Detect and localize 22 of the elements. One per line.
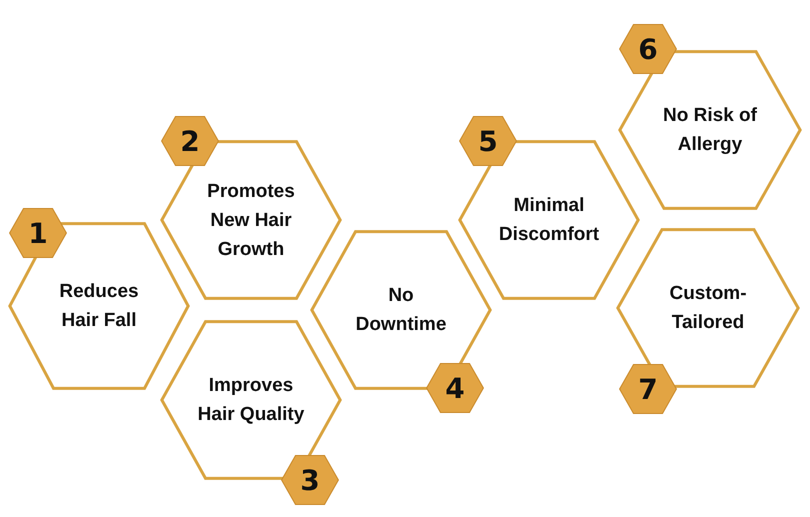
badge-number: 3 [300, 464, 320, 496]
number-badge [459, 116, 517, 166]
number-badge [619, 364, 677, 414]
number-badge [619, 24, 677, 74]
badge-number: 6 [638, 32, 658, 66]
number-badge [426, 363, 484, 413]
benefit-text: No Downtime [354, 284, 448, 337]
badge-number: 1 [28, 216, 48, 250]
badge-number: 7 [638, 372, 658, 406]
number-badge [281, 455, 339, 505]
benefit-text: Custom- Tailored [668, 282, 748, 335]
number-badge [9, 208, 67, 258]
benefit-text: Improves Hair Quality [196, 374, 306, 427]
benefit-text: Minimal Discomfort [498, 194, 600, 247]
badge-number: 4 [445, 372, 465, 404]
badge-number: 5 [478, 124, 498, 158]
hexagon-card [8, 222, 190, 390]
benefit-text: Reduces Hair Fall [58, 280, 140, 333]
badge-number: 2 [180, 124, 200, 158]
number-badge [161, 116, 219, 166]
benefit-text: Promotes New Hair Growth [206, 180, 296, 262]
benefit-text: No Risk of Allergy [662, 104, 758, 157]
